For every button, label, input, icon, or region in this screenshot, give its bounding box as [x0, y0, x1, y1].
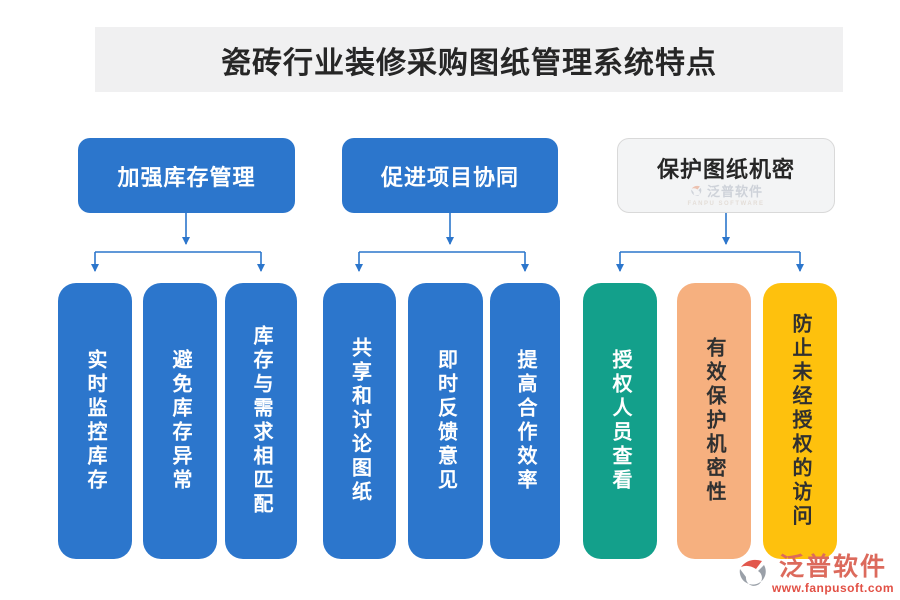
fanpu-logo-icon [739, 559, 766, 586]
feature-box: 即时反馈意见 [408, 283, 483, 559]
header-inventory-management: 加强库存管理 [78, 138, 295, 213]
vendor-logo-url: www.fanpusoft.com [771, 581, 894, 595]
feature-box: 有效保护机密性 [677, 283, 751, 559]
group2-connector [355, 213, 529, 272]
feature-box: 提高合作效率 [490, 283, 560, 559]
feature-box: 库存与需求相匹配 [225, 283, 297, 559]
group1-connector [91, 213, 265, 272]
feature-box: 避免库存异常 [143, 283, 217, 559]
header-label: 促进项目协同 [380, 164, 519, 190]
title-band: 瓷砖行业装修采购图纸管理系统特点 [95, 27, 843, 92]
watermark: 泛普软件 FANPU SOFTWARE [618, 181, 834, 207]
watermark-subtitle: FANPU SOFTWARE [687, 201, 765, 207]
feature-box: 实时监控库存 [58, 283, 132, 559]
feature-label: 避免库存异常 [169, 349, 191, 493]
watermark-name: 泛普软件 [706, 184, 763, 199]
feature-label: 即时反馈意见 [434, 349, 457, 493]
feature-box: 共享和讨论图纸 [323, 283, 396, 559]
feature-label: 有效保护机密性 [703, 337, 725, 505]
group3-connector [616, 213, 804, 272]
header-project-collaboration: 促进项目协同 [342, 138, 558, 213]
fanpu-logo-icon [691, 185, 702, 196]
feature-label: 防止未经授权的访问 [789, 313, 811, 529]
feature-label: 授权人员查看 [609, 349, 631, 493]
feature-label: 提高合作效率 [514, 349, 536, 493]
header-label: 加强库存管理 [117, 164, 256, 190]
feature-label: 共享和讨论图纸 [348, 337, 371, 505]
feature-label: 库存与需求相匹配 [250, 325, 272, 517]
header-drawing-confidentiality: 保护图纸机密 泛普软件 FANPU SOFTWARE [617, 138, 835, 213]
feature-box: 防止未经授权的访问 [763, 283, 837, 559]
feature-box: 授权人员查看 [583, 283, 657, 559]
page-title: 瓷砖行业装修采购图纸管理系统特点 [221, 46, 717, 80]
vendor-logo-name: 泛普软件 [778, 553, 887, 581]
vendor-logo: 泛普软件 www.fanpusoft.com [734, 555, 894, 594]
feature-label: 实时监控库存 [84, 349, 106, 493]
header-label: 保护图纸机密 [656, 157, 795, 182]
